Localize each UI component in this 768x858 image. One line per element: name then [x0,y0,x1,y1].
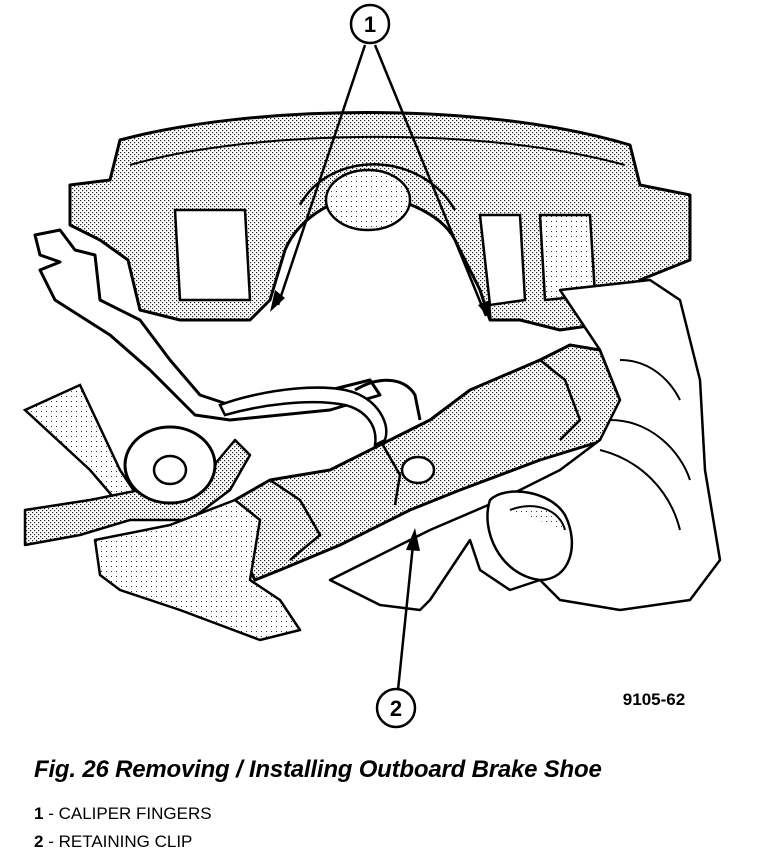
caliper-body [68,111,692,332]
legend-item-label: CALIPER FINGERS [58,804,212,823]
legend-item-label: RETAINING CLIP [58,832,193,851]
leader-arrowheads [270,290,492,551]
legend-item-number: 2 [34,832,44,851]
retaining-clip [218,378,422,448]
arrowhead-caliper-finger-left [270,290,285,312]
callout-2: 2 [375,687,417,729]
legend-separator: - [43,832,59,851]
callout-1-number: 1 [364,12,376,37]
callout-legend: 1 - CALIPER FINGERS 2 - RETAINING CLIP [34,800,212,856]
legend-separator: - [43,804,59,823]
removal-tool [22,383,302,642]
leader-lines [276,44,488,691]
leader-line-caliper-finger-left [276,44,367,306]
brake-shoe-illustration: 1 2 9105-62 [22,3,722,729]
leader-line-retaining-clip [396,534,416,691]
callout-2-number: 2 [390,696,402,721]
callout-1: 1 [349,3,391,45]
figure-caption: Fig. 26 Removing / Installing Outboard B… [34,756,602,783]
legend-item-number: 1 [34,804,44,823]
legend-item-retaining-clip: 2 - RETAINING CLIP [34,828,212,856]
arrowhead-caliper-finger-right [478,300,492,322]
legend-item-caliper-fingers: 1 - CALIPER FINGERS [34,800,212,828]
figure-code: 9105-62 [623,690,685,709]
hand [328,278,722,612]
arrowhead-retaining-clip [406,528,420,551]
leader-line-caliper-finger-right [373,44,488,317]
